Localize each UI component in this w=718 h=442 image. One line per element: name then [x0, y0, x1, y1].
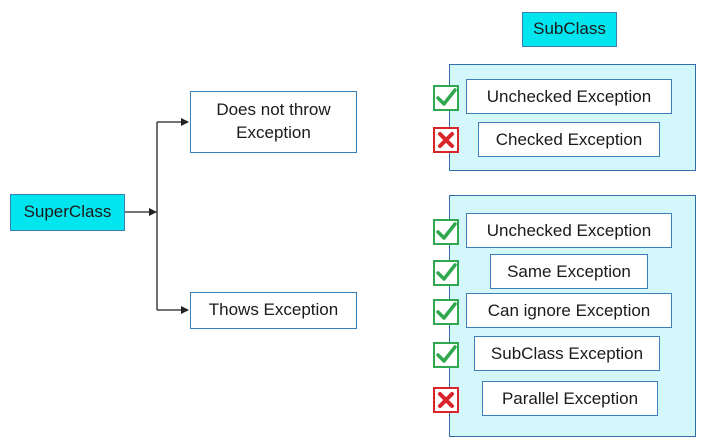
subclass-header: SubClass: [522, 12, 617, 47]
rule-label: SubClass Exception: [490, 343, 644, 363]
rule-item: Parallel Exception: [482, 381, 658, 416]
no-throw-label: Does not throw Exception: [216, 100, 331, 142]
rule-item: Can ignore Exception: [466, 293, 672, 328]
subclass-header-label: SubClass: [533, 19, 606, 39]
cross-icon: [433, 387, 459, 413]
no-throw-node: Does not throw Exception: [190, 91, 357, 153]
rule-label: Can ignore Exception: [487, 300, 651, 320]
check-icon: [433, 299, 459, 325]
rule-item: Same Exception: [490, 254, 648, 289]
rule-item: Unchecked Exception: [466, 79, 672, 114]
rule-label: Same Exception: [507, 261, 631, 281]
rule-item: Unchecked Exception: [466, 213, 672, 248]
throws-node: Thows Exception: [190, 292, 357, 329]
rule-label: Unchecked Exception: [486, 220, 652, 240]
rule-label: Unchecked Exception: [486, 86, 652, 106]
superclass-node: SuperClass: [10, 194, 125, 231]
rule-item: Checked Exception: [478, 122, 660, 157]
cross-icon: [433, 127, 459, 153]
rule-item: SubClass Exception: [474, 336, 660, 371]
rule-label: Parallel Exception: [501, 388, 639, 408]
check-icon: [433, 260, 459, 286]
check-icon: [433, 219, 459, 245]
rule-label: Checked Exception: [495, 129, 643, 149]
check-icon: [433, 85, 459, 111]
throws-label: Thows Exception: [208, 300, 339, 320]
check-icon: [433, 342, 459, 368]
superclass-label: SuperClass: [23, 202, 112, 222]
